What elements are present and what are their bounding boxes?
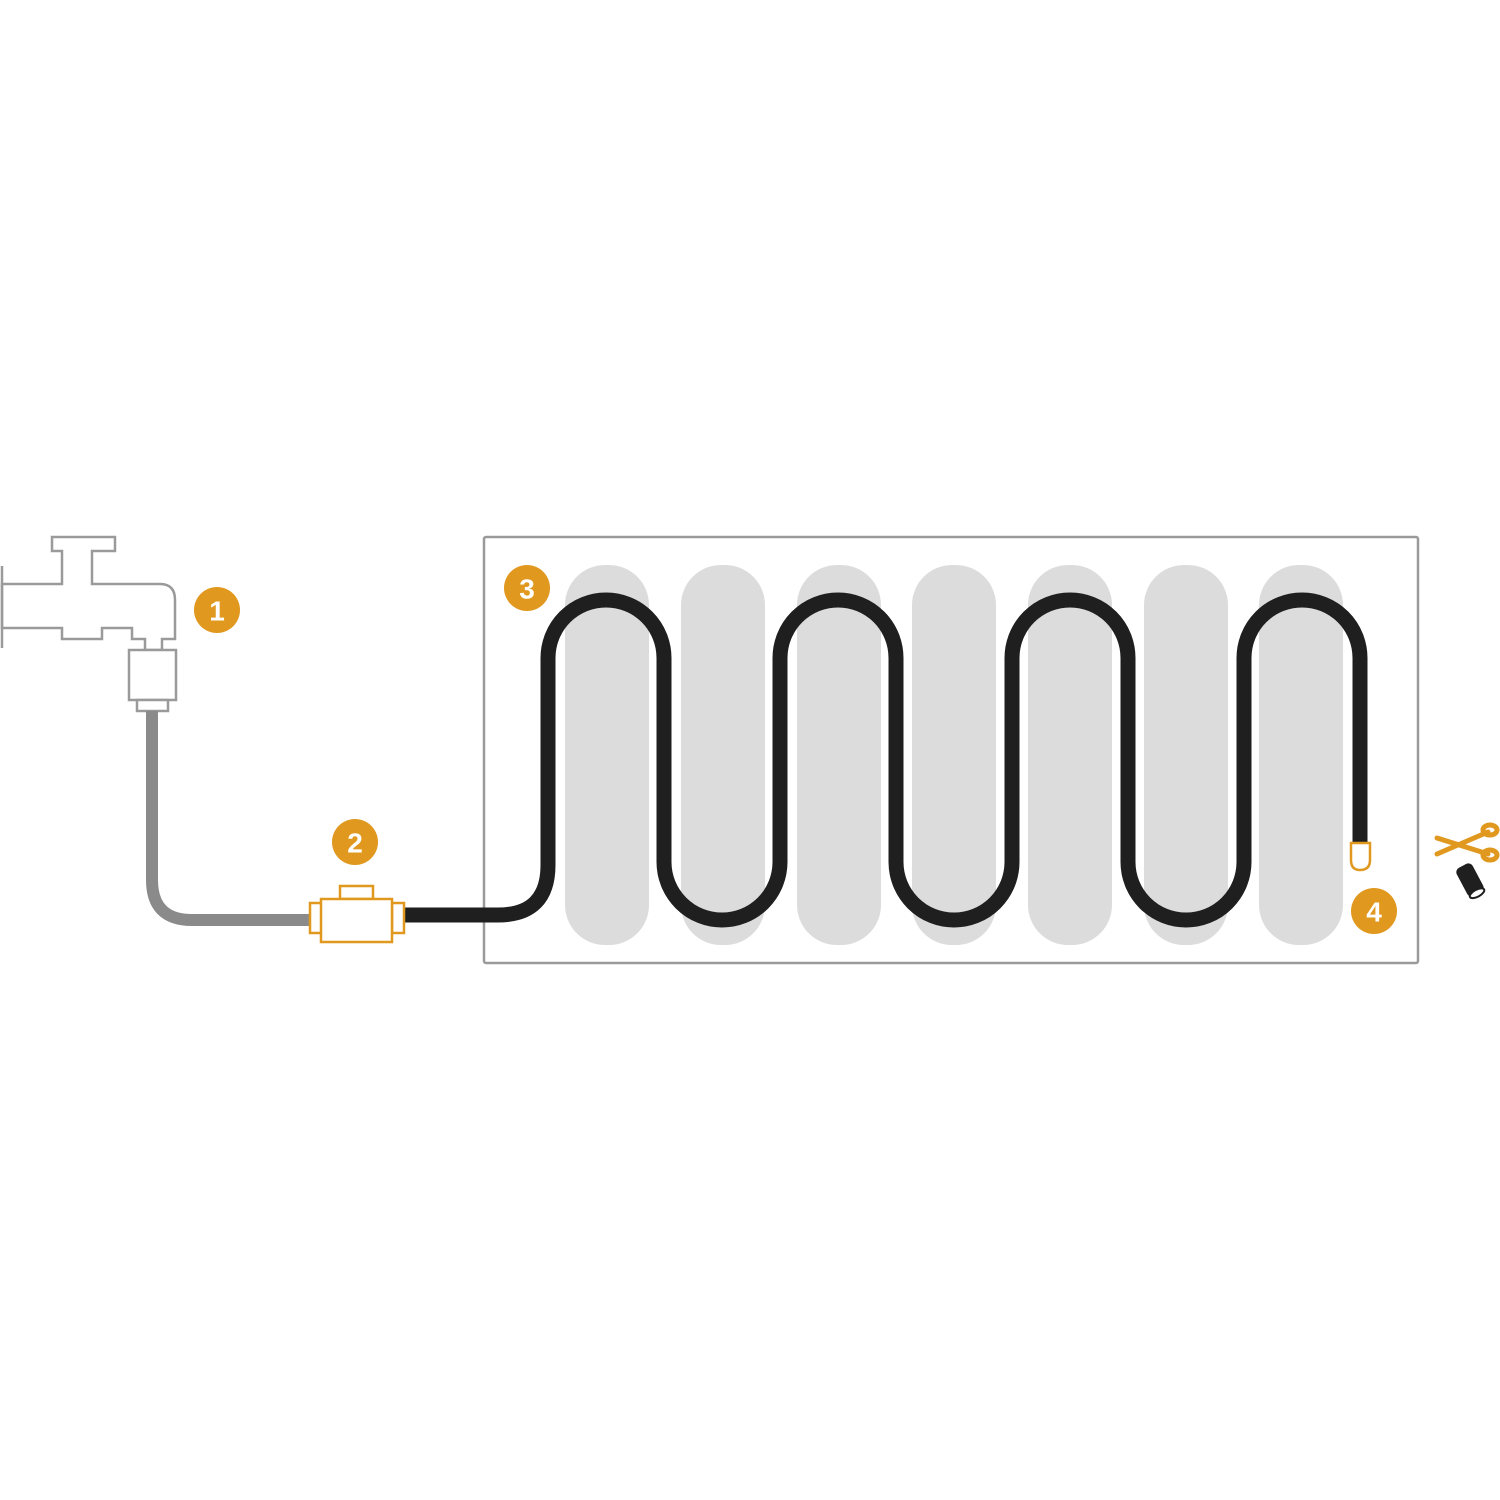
badge-4: 4	[1351, 888, 1397, 934]
radiator-fin	[1028, 565, 1112, 945]
scissors-icon	[1434, 822, 1500, 863]
end-sleeve-icon	[1456, 863, 1486, 900]
badge-2: 2	[332, 819, 378, 865]
badge-1: 1	[194, 587, 240, 633]
heating-cable	[405, 592, 1368, 928]
badge-3-label: 3	[519, 574, 535, 605]
connector-icon	[308, 884, 406, 944]
radiator-fin	[1144, 565, 1228, 945]
badge-1-label: 1	[209, 596, 225, 627]
radiator-fin	[797, 565, 881, 945]
badge-4-label: 4	[1366, 897, 1382, 928]
radiator-fin	[1259, 565, 1343, 945]
badge-2-label: 2	[347, 828, 363, 859]
radiator-fin	[912, 565, 996, 945]
end-cap-icon	[1349, 841, 1372, 872]
tap-icon	[0, 535, 178, 713]
radiator-fin	[565, 565, 649, 945]
radiator-fins	[565, 565, 1343, 945]
hose	[146, 711, 312, 926]
radiator-fin	[681, 565, 765, 945]
badge-3: 3	[504, 565, 550, 611]
